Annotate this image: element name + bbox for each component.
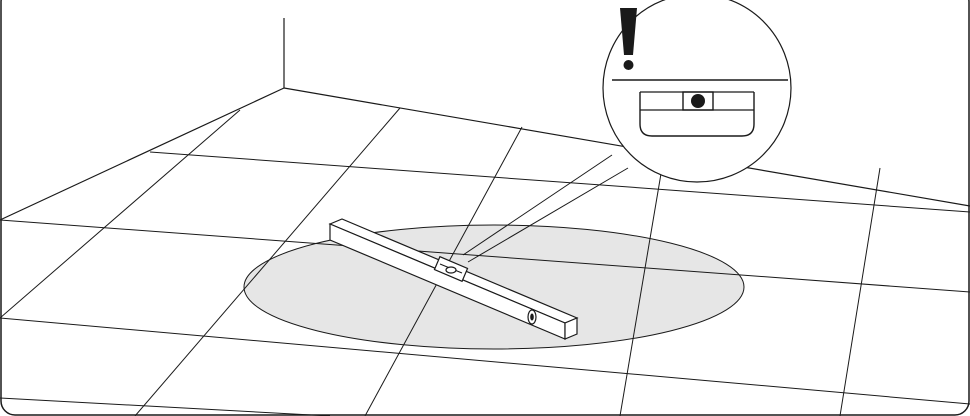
floor-tile-grid [0,107,970,416]
callout-pointer [462,154,629,263]
magnifier-callout [602,0,792,183]
exclamation-icon [620,8,637,70]
level-end-face [564,317,578,340]
bubble-icon [691,94,705,108]
room-corner [0,18,970,221]
spirit-level [328,218,579,340]
magnified-level-body [612,79,788,137]
